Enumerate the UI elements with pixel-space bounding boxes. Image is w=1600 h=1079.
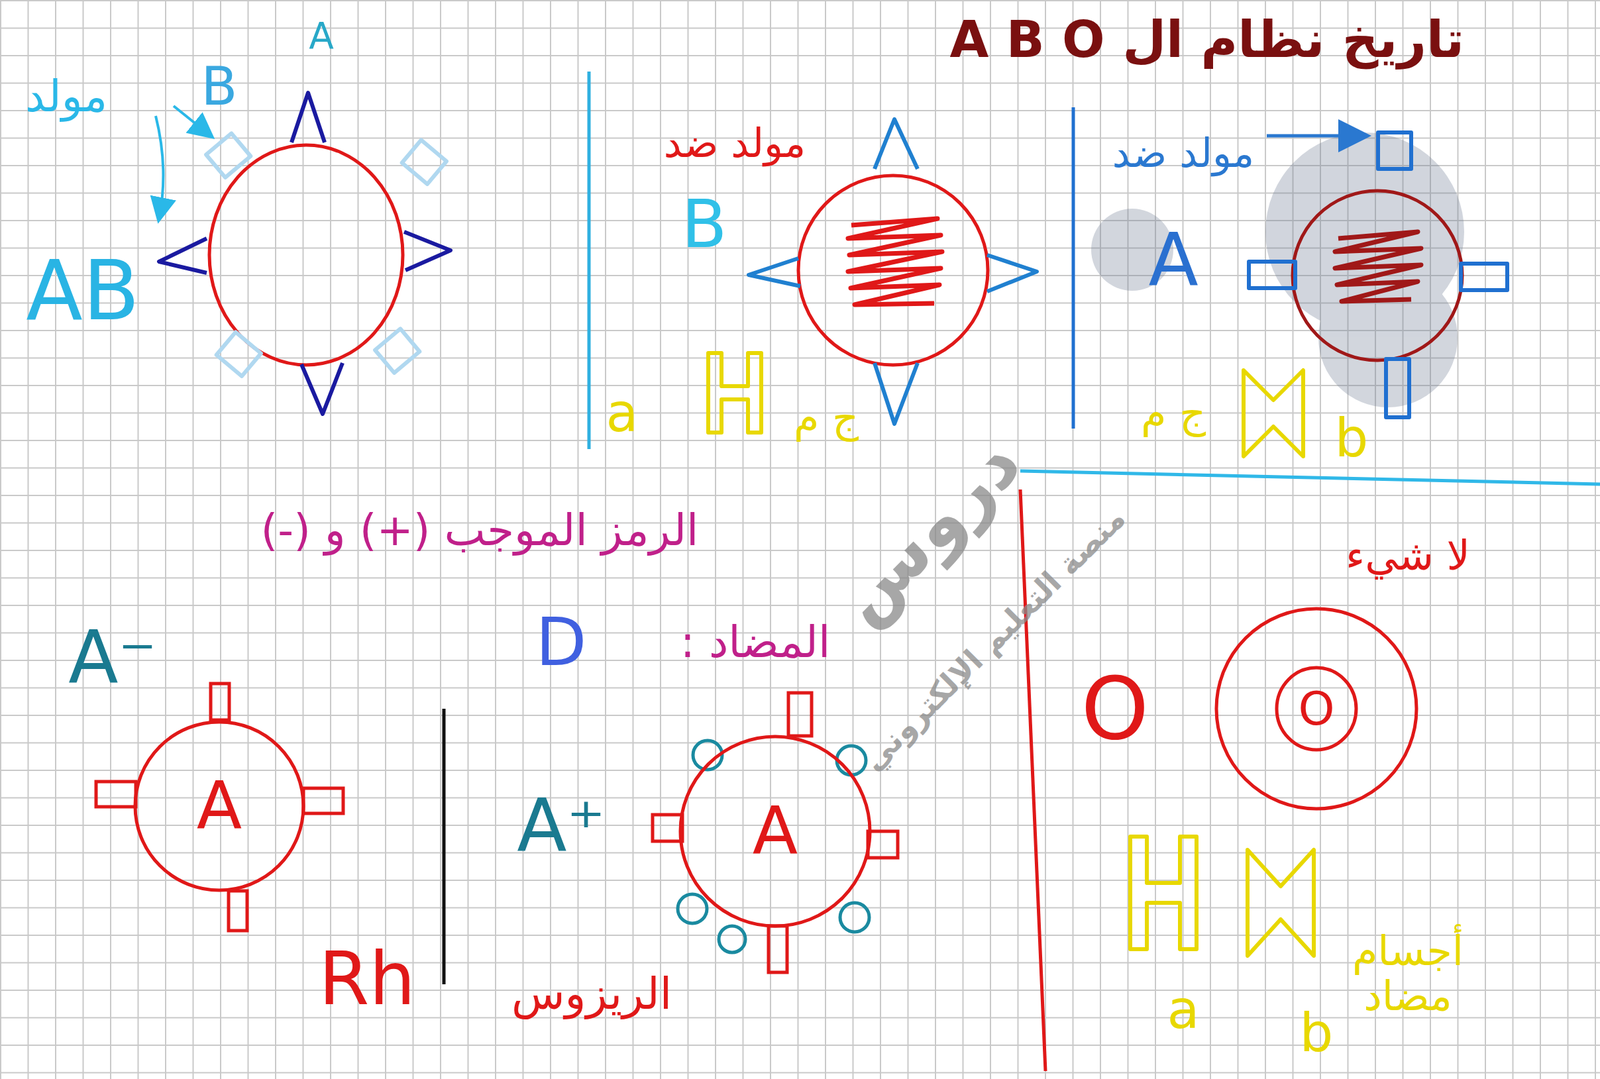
divider-line [1020,471,1600,485]
cell-node: O [1214,606,1419,811]
annotation-text: ج م [793,395,859,441]
divider-line [442,708,446,985]
annotation-text: أجسام مضاد [1328,928,1488,1019]
annotation-text: المضاد : [680,618,831,668]
annotation-text: Rh [318,939,416,1020]
annotation-text: a [605,384,639,443]
cell-node: A⁻A [133,720,306,893]
cell-node: A⁺A [678,734,872,929]
divider-line [1071,107,1076,429]
annotation-text: b [1299,1004,1334,1063]
cell-membrane [1216,608,1417,809]
title-text: تاريخ نظام ال A B O [949,11,1465,68]
cell-letter: A [752,795,798,868]
annotation-text: الرمز الموجب (+) و (-) [261,506,699,556]
annotation-text: مولد ضد [663,121,806,165]
b-cell [748,119,1037,425]
annotation-text: مولد [25,72,108,122]
annotation-text: مولد ضد [1112,131,1255,175]
annotation-text: ج م [1140,390,1206,436]
a-cell [1248,132,1508,418]
cell-membrane [680,736,870,927]
annotation-text: D [535,606,587,680]
annotation-text: لا شيء [1345,533,1471,579]
ab-cell [155,92,451,415]
annotation-text: b [1334,409,1369,468]
rh-negative-antigens [96,683,344,931]
cell-membrane [135,722,304,891]
cell-heading: A⁺ [516,786,605,867]
rh-positive-antigens [652,693,898,973]
annotation-text: A [1148,220,1198,301]
annotation-text: AB [25,245,140,337]
annotation-text: B [201,57,238,116]
annotation-text: a [1166,981,1200,1040]
nucleus-ring [1276,667,1357,750]
cell-heading: A⁻ [68,618,157,699]
annotation-text: B [681,188,728,262]
divider-line [587,71,591,450]
annotation-text: A [308,15,334,57]
annotation-text: الريزوس [511,970,672,1019]
cell-letter: O [1297,683,1335,735]
cell-letter: A [196,769,242,843]
annotation-text: O [1081,661,1149,757]
